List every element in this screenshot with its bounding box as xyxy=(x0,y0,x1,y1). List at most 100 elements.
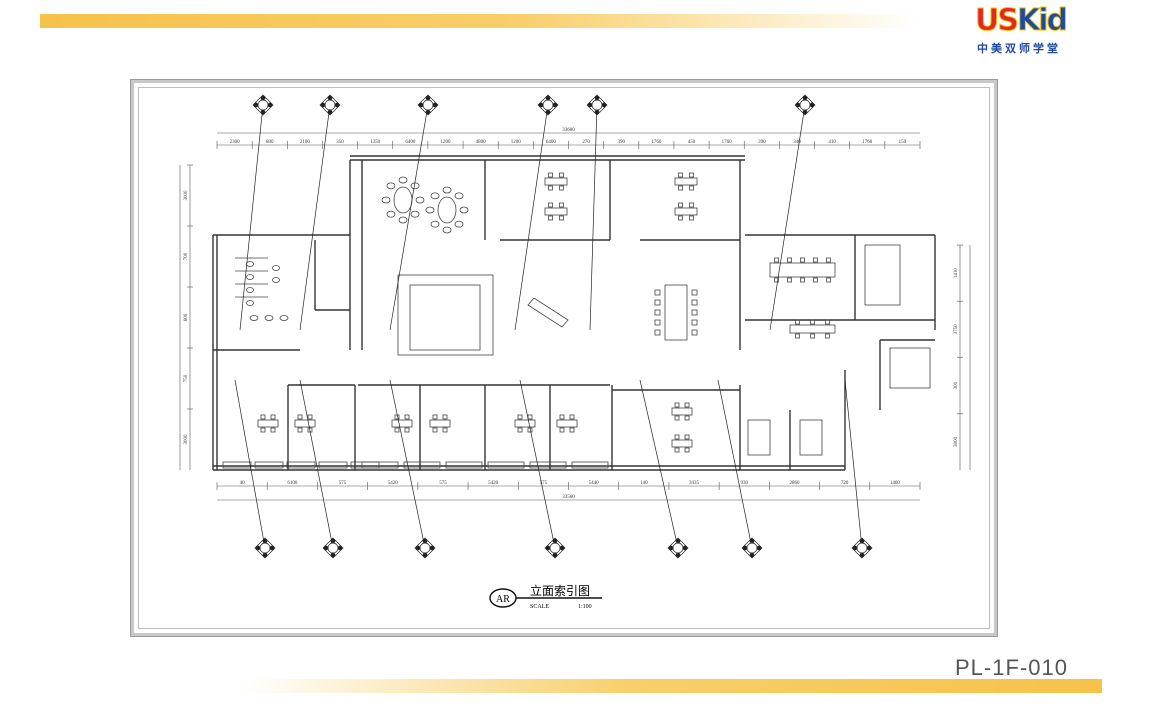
chair xyxy=(432,414,438,420)
dim-label: 340 xyxy=(793,140,801,145)
chair xyxy=(459,206,469,214)
logo-tagline: 中美双师学堂 xyxy=(977,42,1061,55)
chair xyxy=(559,185,564,191)
chair xyxy=(691,299,698,306)
elevation-marker-dot xyxy=(422,538,428,544)
chair xyxy=(260,414,266,420)
dim-label: 150 xyxy=(899,140,907,145)
cabinet xyxy=(222,461,252,469)
toilet-icon xyxy=(246,287,254,293)
cabinet xyxy=(286,461,316,469)
chair xyxy=(442,427,448,433)
leader-line xyxy=(639,379,679,549)
chair xyxy=(270,427,276,433)
elevation-marker-dot xyxy=(795,102,801,108)
chair xyxy=(654,329,661,336)
chair xyxy=(425,206,435,214)
uskid-logo: USKid 中美双师学堂 xyxy=(975,3,1077,55)
chair xyxy=(674,447,680,453)
chair xyxy=(442,226,452,234)
elevation-marker-dot xyxy=(425,95,431,101)
scale-value: 1:100 xyxy=(578,604,592,610)
elevation-marker-dot xyxy=(809,102,815,108)
elevation-marker-dot xyxy=(262,552,268,558)
elevation-marker-dot xyxy=(545,545,551,551)
dim-label: 390 xyxy=(758,140,766,145)
scale-label: SCALE xyxy=(530,604,549,610)
chair xyxy=(559,427,565,433)
chair xyxy=(774,257,779,263)
dim-label: 6400 xyxy=(405,140,416,145)
elevation-marker-dot xyxy=(859,538,865,544)
chair xyxy=(297,414,303,420)
chair xyxy=(691,309,698,316)
dim-label: 5420 xyxy=(388,481,399,486)
dim-label: 3000 xyxy=(954,436,959,447)
chair xyxy=(674,402,680,408)
chair xyxy=(559,172,564,178)
chair xyxy=(678,185,683,191)
dim-label: 575 xyxy=(339,481,347,486)
chair xyxy=(678,215,683,221)
elevation-marker-dot xyxy=(668,545,674,551)
elevation-marker-dot xyxy=(320,102,326,108)
elevation-marker-dot xyxy=(418,102,424,108)
chair xyxy=(795,333,800,339)
elevation-marker-circle xyxy=(422,99,434,111)
conference-table xyxy=(664,284,688,341)
elevation-marker-circle xyxy=(542,99,554,111)
chair xyxy=(559,215,564,221)
chair xyxy=(689,202,694,208)
chair xyxy=(297,427,303,433)
dim-label: 410 xyxy=(828,140,836,145)
dim-label: 575 xyxy=(540,481,548,486)
table xyxy=(671,407,693,416)
drawing-frame xyxy=(130,79,998,637)
chair xyxy=(810,333,815,339)
elevation-marker-dot xyxy=(323,545,329,551)
page-code: PL-1F-010 xyxy=(955,655,1068,680)
chair xyxy=(270,414,276,420)
cabinet xyxy=(445,461,483,469)
chair xyxy=(398,176,408,184)
table xyxy=(391,419,413,428)
dim-label: 1200 xyxy=(511,140,522,145)
elevation-marker-dot xyxy=(675,552,681,558)
toilet-icon xyxy=(246,261,254,267)
dim-label: 140 xyxy=(640,481,648,486)
cabinet xyxy=(254,461,284,469)
chair xyxy=(386,182,396,190)
dim-label: 1410 xyxy=(954,268,959,279)
elevation-marker-dot xyxy=(552,552,558,558)
leader-line xyxy=(717,379,753,549)
chair xyxy=(684,415,690,421)
elevation-marker-dot xyxy=(334,102,340,108)
dim-label: 700 xyxy=(184,252,189,260)
elevation-marker-dot xyxy=(260,109,266,115)
elevator xyxy=(889,347,931,389)
chair xyxy=(394,414,400,420)
dim-label: 600 xyxy=(184,313,189,321)
stage-inner xyxy=(409,284,481,351)
dim-label: 5420 xyxy=(488,481,499,486)
elevation-marker-circle xyxy=(591,99,603,111)
sink-icon xyxy=(249,315,259,321)
dim-label: 750 xyxy=(184,374,189,382)
logo-kid: Kid xyxy=(1016,3,1068,38)
top-accent-bar xyxy=(40,14,920,28)
dim-label: 1460 xyxy=(890,481,901,486)
chair xyxy=(800,277,805,283)
table xyxy=(294,419,316,428)
elevation-marker-dot xyxy=(749,538,755,544)
table xyxy=(556,419,578,428)
chair xyxy=(691,289,698,296)
toilet-icon xyxy=(246,300,254,306)
elevation-marker-circle xyxy=(746,542,758,554)
oval-table xyxy=(437,196,457,224)
chair xyxy=(795,319,800,325)
chair xyxy=(430,220,440,228)
toilet-icon xyxy=(272,265,280,271)
elevation-marker-dot xyxy=(756,545,762,551)
elevation-marker-circle xyxy=(327,542,339,554)
